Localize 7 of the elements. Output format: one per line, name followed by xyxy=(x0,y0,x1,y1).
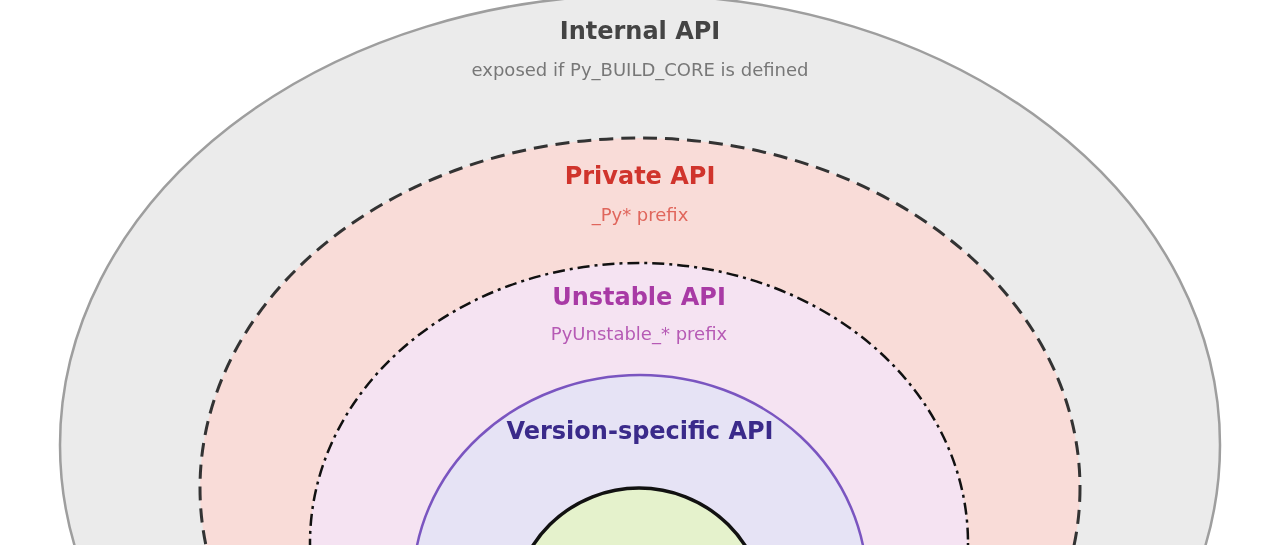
region-title: Private API xyxy=(564,162,716,190)
region-title: Unstable API xyxy=(552,283,726,311)
region-subtitle: _Py* prefix xyxy=(591,204,689,225)
region-subtitle: exposed if Py_BUILD_CORE is defined xyxy=(471,59,809,80)
region-title: Internal API xyxy=(559,17,721,45)
region-subtitle: PyUnstable_* prefix xyxy=(550,323,728,344)
region-title: Version-specific API xyxy=(506,417,774,445)
